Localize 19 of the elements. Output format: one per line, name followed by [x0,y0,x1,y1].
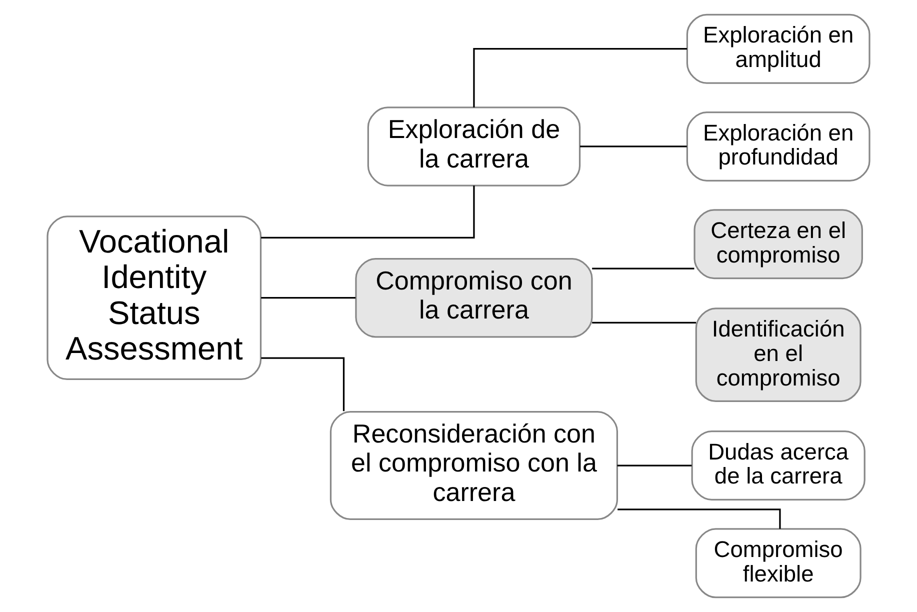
node-box: Exploración en profundidad [686,112,870,182]
node-box: Exploración en amplitud [686,14,870,84]
connector [618,508,781,529]
connector [592,322,696,324]
node-box: Reconsideración con el compromiso con la carrera [330,410,618,520]
node-box: Identificación en el compromiso [695,308,862,402]
node-box: Exploración de la carrera [367,106,581,186]
connector [473,48,687,108]
connector [592,268,694,270]
connector [261,186,475,238]
connector [261,357,345,412]
node-box: Compromiso flexible [695,528,862,598]
node-box: Vocational Identity Status Assessment [46,216,262,380]
connector [617,464,692,466]
node-box: Certeza en el compromiso [694,209,863,280]
node-box: Compromiso con la carrera [355,258,593,338]
node-box: Dudas acerca de la carrera [691,430,866,500]
connector [261,297,356,299]
connector [580,146,687,148]
